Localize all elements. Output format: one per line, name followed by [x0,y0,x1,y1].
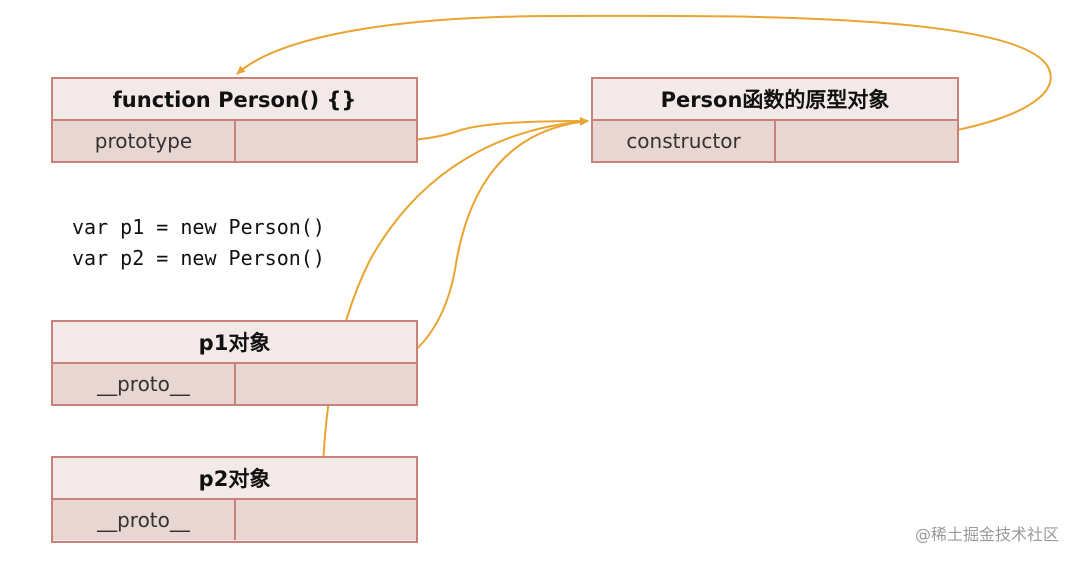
constructor-field-label: constructor [593,121,776,161]
person-function-box: function Person() {} prototype [51,77,418,163]
arrow-p2-proto-to-prototype-object [321,117,589,526]
p1-object-title: p1对象 [53,322,416,364]
prototype-field-value [236,121,416,161]
p2-proto-field-label: __proto__ [53,500,236,540]
code-line-1: var p1 = new Person() [72,215,325,239]
p2-object-row: __proto__ [53,500,416,540]
watermark: @稀土掘金技术社区 [914,525,1059,544]
code-line-2: var p2 = new Person() [72,246,325,270]
prototype-field-label: prototype [53,121,236,161]
p2-object-box: p2对象 __proto__ [51,456,418,543]
code-block: var p1 = new Person() var p2 = new Person… [72,212,325,274]
p1-object-row: __proto__ [53,364,416,404]
person-function-row: prototype [53,121,416,161]
person-function-title: function Person() {} [53,79,416,121]
prototype-object-box: Person函数的原型对象 constructor [591,77,959,163]
prototype-object-title: Person函数的原型对象 [593,79,957,121]
prototype-object-row: constructor [593,121,957,161]
p2-proto-field-value [236,500,416,540]
p1-object-box: p1对象 __proto__ [51,320,418,406]
constructor-field-value [776,121,957,161]
arrow-constructor-to-person-function [236,14,1052,142]
p2-object-title: p2对象 [53,458,416,500]
p1-proto-field-label: __proto__ [53,364,236,404]
p1-proto-field-value [236,364,416,404]
